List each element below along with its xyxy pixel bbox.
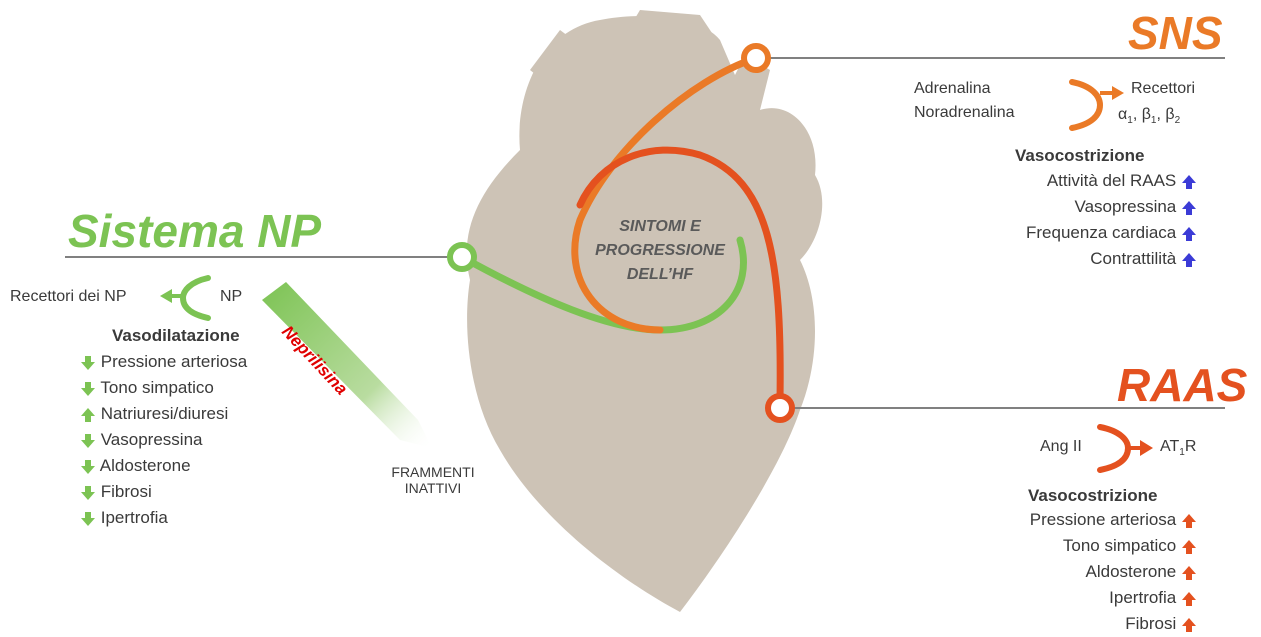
np-receptor-label: Recettori dei NP [10,288,127,306]
arrow-up-icon [1181,200,1197,216]
arrow-down-icon [80,459,96,475]
sns-effect-item: Contrattilità [1026,246,1197,272]
arrow-down-icon [80,511,96,527]
sns-title: SNS [1128,6,1223,60]
raas-effect-item: Ipertrofia [1030,585,1197,611]
center-label: SINTOMI E PROGRESSIONE DELL’HF [580,215,740,287]
arrow-up-icon [1181,174,1197,190]
arrow-down-icon [80,433,96,449]
np-receptor-symbol [160,278,208,318]
sns-receptor-label: Recettori [1131,80,1195,98]
arrow-down-icon [80,381,96,397]
np-effects-list: Pressione arteriosa Tono simpatico Natri… [80,349,247,531]
np-effect-item: Pressione arteriosa [80,349,247,375]
raas-effect-item: Fibrosi [1030,611,1197,637]
arrow-up-icon [1181,513,1197,529]
center-line-1: SINTOMI E [580,215,740,239]
raas-node [768,396,792,420]
arrow-down-icon [80,485,96,501]
heart-shape [467,10,822,612]
arrow-up-icon [1181,252,1197,268]
sns-receptor-subtypes: α1, β1, β2 [1118,106,1180,126]
center-line-3: DELL’HF [580,263,740,287]
raas-ligand-label: Ang II [1040,438,1082,456]
np-effect-title: Vasodilatazione [112,326,240,346]
np-ligand-label: NP [220,288,242,306]
np-effect-item: Aldosterone [80,453,247,479]
center-line-2: PROGRESSIONE [580,239,740,263]
raas-receptor-label: AT1R [1160,438,1196,458]
inactive-fragments-label: FRAMMENTI INATTIVI [388,464,478,496]
raas-effect-item: Pressione arteriosa [1030,507,1197,533]
sns-effects-list: Attività del RAAS Vasopressina Frequenza… [1026,168,1197,272]
arrow-up-icon [1181,565,1197,581]
sns-effect-item: Attività del RAAS [1026,168,1197,194]
raas-effect-item: Aldosterone [1030,559,1197,585]
arrow-down-icon [80,355,96,371]
arrow-up-icon [1181,591,1197,607]
raas-effects-list: Pressione arteriosa Tono simpatico Aldos… [1030,507,1197,637]
arrow-up-icon [1181,539,1197,555]
raas-effect-item: Tono simpatico [1030,533,1197,559]
sns-node [744,46,768,70]
np-effect-item: Tono simpatico [80,375,247,401]
arrow-up-icon [1181,617,1197,633]
sns-effect-item: Frequenza cardiaca [1026,220,1197,246]
sns-ligand-2: Noradrenalina [914,104,1015,122]
sns-effect-title: Vasocostrizione [1015,146,1144,166]
neprilisina-arrow [262,282,432,448]
np-effect-item: Fibrosi [80,479,247,505]
sns-ligand-1: Adrenalina [914,80,991,98]
raas-receptor-symbol [1100,427,1153,470]
np-effect-item: Vasopressina [80,427,247,453]
sns-effect-item: Vasopressina [1026,194,1197,220]
raas-effect-title: Vasocostrizione [1028,486,1157,506]
np-node [450,245,474,269]
np-effect-item: Ipertrofia [80,505,247,531]
sns-receptor-symbol [1072,82,1124,128]
arrow-up-icon [80,407,96,423]
arrow-up-icon [1181,226,1197,242]
raas-title: RAAS [1117,358,1247,412]
np-title: Sistema NP [68,204,321,258]
np-effect-item: Natriuresi/diuresi [80,401,247,427]
